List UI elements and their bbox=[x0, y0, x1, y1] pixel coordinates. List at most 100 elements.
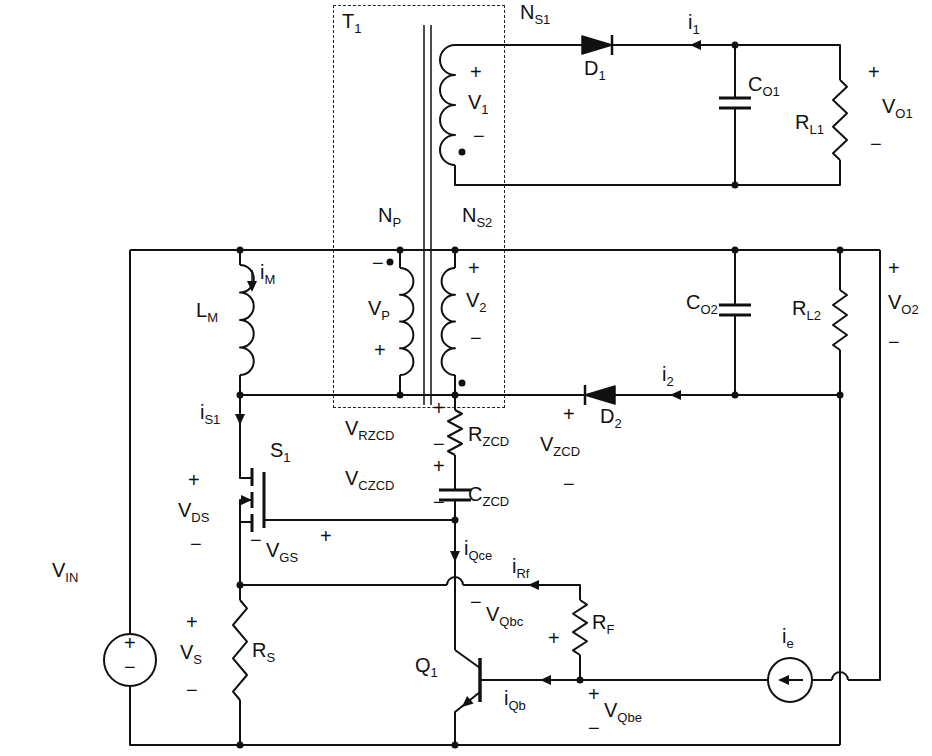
junction-dot bbox=[237, 582, 244, 589]
circuit-label: VZCD bbox=[540, 434, 580, 454]
current-source bbox=[768, 658, 812, 702]
circuit-label: V1 bbox=[468, 92, 489, 112]
circuit-label: − bbox=[870, 134, 882, 154]
circuit-label: VO1 bbox=[882, 96, 913, 116]
current-arrow bbox=[690, 40, 701, 50]
circuit-label: RF bbox=[592, 612, 614, 632]
wire bbox=[839, 395, 841, 745]
wire bbox=[612, 45, 840, 80]
secondary-winding bbox=[440, 45, 455, 165]
wire bbox=[454, 455, 456, 490]
wire bbox=[848, 250, 880, 680]
circuit-label: VQbc bbox=[486, 604, 523, 624]
capacitor-symbol bbox=[719, 98, 751, 108]
diode-symbol bbox=[585, 386, 615, 404]
voltage-source bbox=[104, 634, 156, 686]
wire bbox=[264, 519, 455, 521]
wire bbox=[734, 315, 736, 395]
resistor-symbol bbox=[833, 80, 847, 160]
circuit-label: VCZCD bbox=[345, 468, 394, 488]
wire bbox=[812, 679, 832, 681]
circuit-label: − bbox=[470, 328, 482, 348]
wire bbox=[455, 650, 480, 668]
circuit-label: + bbox=[374, 340, 386, 360]
circuit-label: i1 bbox=[688, 12, 700, 32]
circuit-label: VDS bbox=[178, 500, 209, 520]
resistor-symbol bbox=[448, 410, 462, 455]
wire bbox=[734, 45, 736, 98]
circuit-label: V2 bbox=[466, 290, 487, 310]
junction-dot bbox=[452, 517, 459, 524]
circuit-label: LM bbox=[196, 300, 218, 320]
wire bbox=[839, 350, 841, 395]
circuit-label: + bbox=[188, 470, 200, 490]
junction-dot bbox=[577, 677, 584, 684]
circuit-label: + bbox=[468, 258, 480, 278]
circuit-label: VQbe bbox=[604, 700, 642, 720]
circuit-label: + bbox=[124, 633, 136, 653]
schematic-group bbox=[104, 25, 880, 749]
junction-dot bbox=[732, 182, 739, 189]
junction-dot bbox=[459, 149, 466, 156]
circuit-label: + bbox=[548, 628, 560, 648]
junction-dot bbox=[397, 247, 404, 254]
junction-dot bbox=[732, 392, 739, 399]
wire bbox=[455, 692, 480, 745]
wire-hop bbox=[447, 577, 463, 585]
circuit-label: VGS bbox=[266, 540, 298, 560]
circuit-label: + bbox=[868, 62, 880, 82]
resistor-symbol bbox=[233, 600, 247, 700]
junction-dot bbox=[837, 247, 844, 254]
junction-dot bbox=[237, 392, 244, 399]
junction-dot bbox=[732, 42, 739, 49]
circuit-label: − bbox=[588, 718, 600, 738]
current-arrow bbox=[241, 495, 252, 505]
current-arrow bbox=[247, 281, 257, 292]
resistor-symbol bbox=[833, 290, 847, 350]
circuit-label: RZCD bbox=[468, 424, 509, 444]
junction-dot bbox=[459, 380, 466, 387]
wire bbox=[240, 394, 585, 396]
circuit-label: RL2 bbox=[792, 298, 821, 318]
circuit-label: − bbox=[186, 680, 198, 700]
circuit-label: − bbox=[124, 657, 136, 677]
resistor-symbol bbox=[573, 600, 587, 655]
wire bbox=[480, 679, 768, 681]
junction-dot bbox=[837, 392, 844, 399]
wire bbox=[240, 584, 447, 586]
diode-bar bbox=[584, 385, 587, 405]
circuit-label: − bbox=[433, 492, 445, 512]
circuit-label: − bbox=[250, 530, 262, 550]
circuit-label: Q1 bbox=[415, 655, 438, 675]
circuit-label: − bbox=[433, 434, 445, 454]
circuit-label: + bbox=[433, 398, 445, 418]
circuit-label: iQce bbox=[464, 538, 492, 558]
circuit-label: NS2 bbox=[462, 205, 492, 225]
circuit-label: + bbox=[588, 684, 600, 704]
junction-dot bbox=[452, 392, 459, 399]
circuit-label: + bbox=[186, 612, 198, 632]
circuit-label: CO1 bbox=[748, 74, 780, 94]
wire bbox=[734, 108, 736, 185]
current-arrow bbox=[235, 414, 245, 425]
circuit-label: D2 bbox=[600, 406, 622, 426]
circuit-label: − bbox=[190, 534, 202, 554]
circuit-label: iRf bbox=[512, 556, 529, 576]
circuit-label: VS bbox=[180, 642, 202, 662]
circuit-label: iS1 bbox=[200, 402, 220, 422]
diode-symbol bbox=[582, 36, 612, 54]
junction-dot bbox=[237, 247, 244, 254]
circuit-label: − bbox=[372, 253, 384, 273]
wire bbox=[455, 44, 582, 46]
circuit-label: + bbox=[563, 404, 575, 424]
capacitor-symbol bbox=[719, 305, 751, 315]
circuit-label: NP bbox=[378, 205, 401, 225]
secondary-winding bbox=[442, 268, 455, 375]
circuit-label: − bbox=[563, 474, 575, 494]
circuit-label: VP bbox=[368, 298, 390, 318]
circuit-label: VO2 bbox=[888, 292, 919, 312]
current-arrow bbox=[459, 696, 474, 711]
circuit-label: VRZCD bbox=[345, 418, 394, 438]
transformer-core bbox=[424, 25, 431, 405]
circuit-label: + bbox=[470, 62, 482, 82]
